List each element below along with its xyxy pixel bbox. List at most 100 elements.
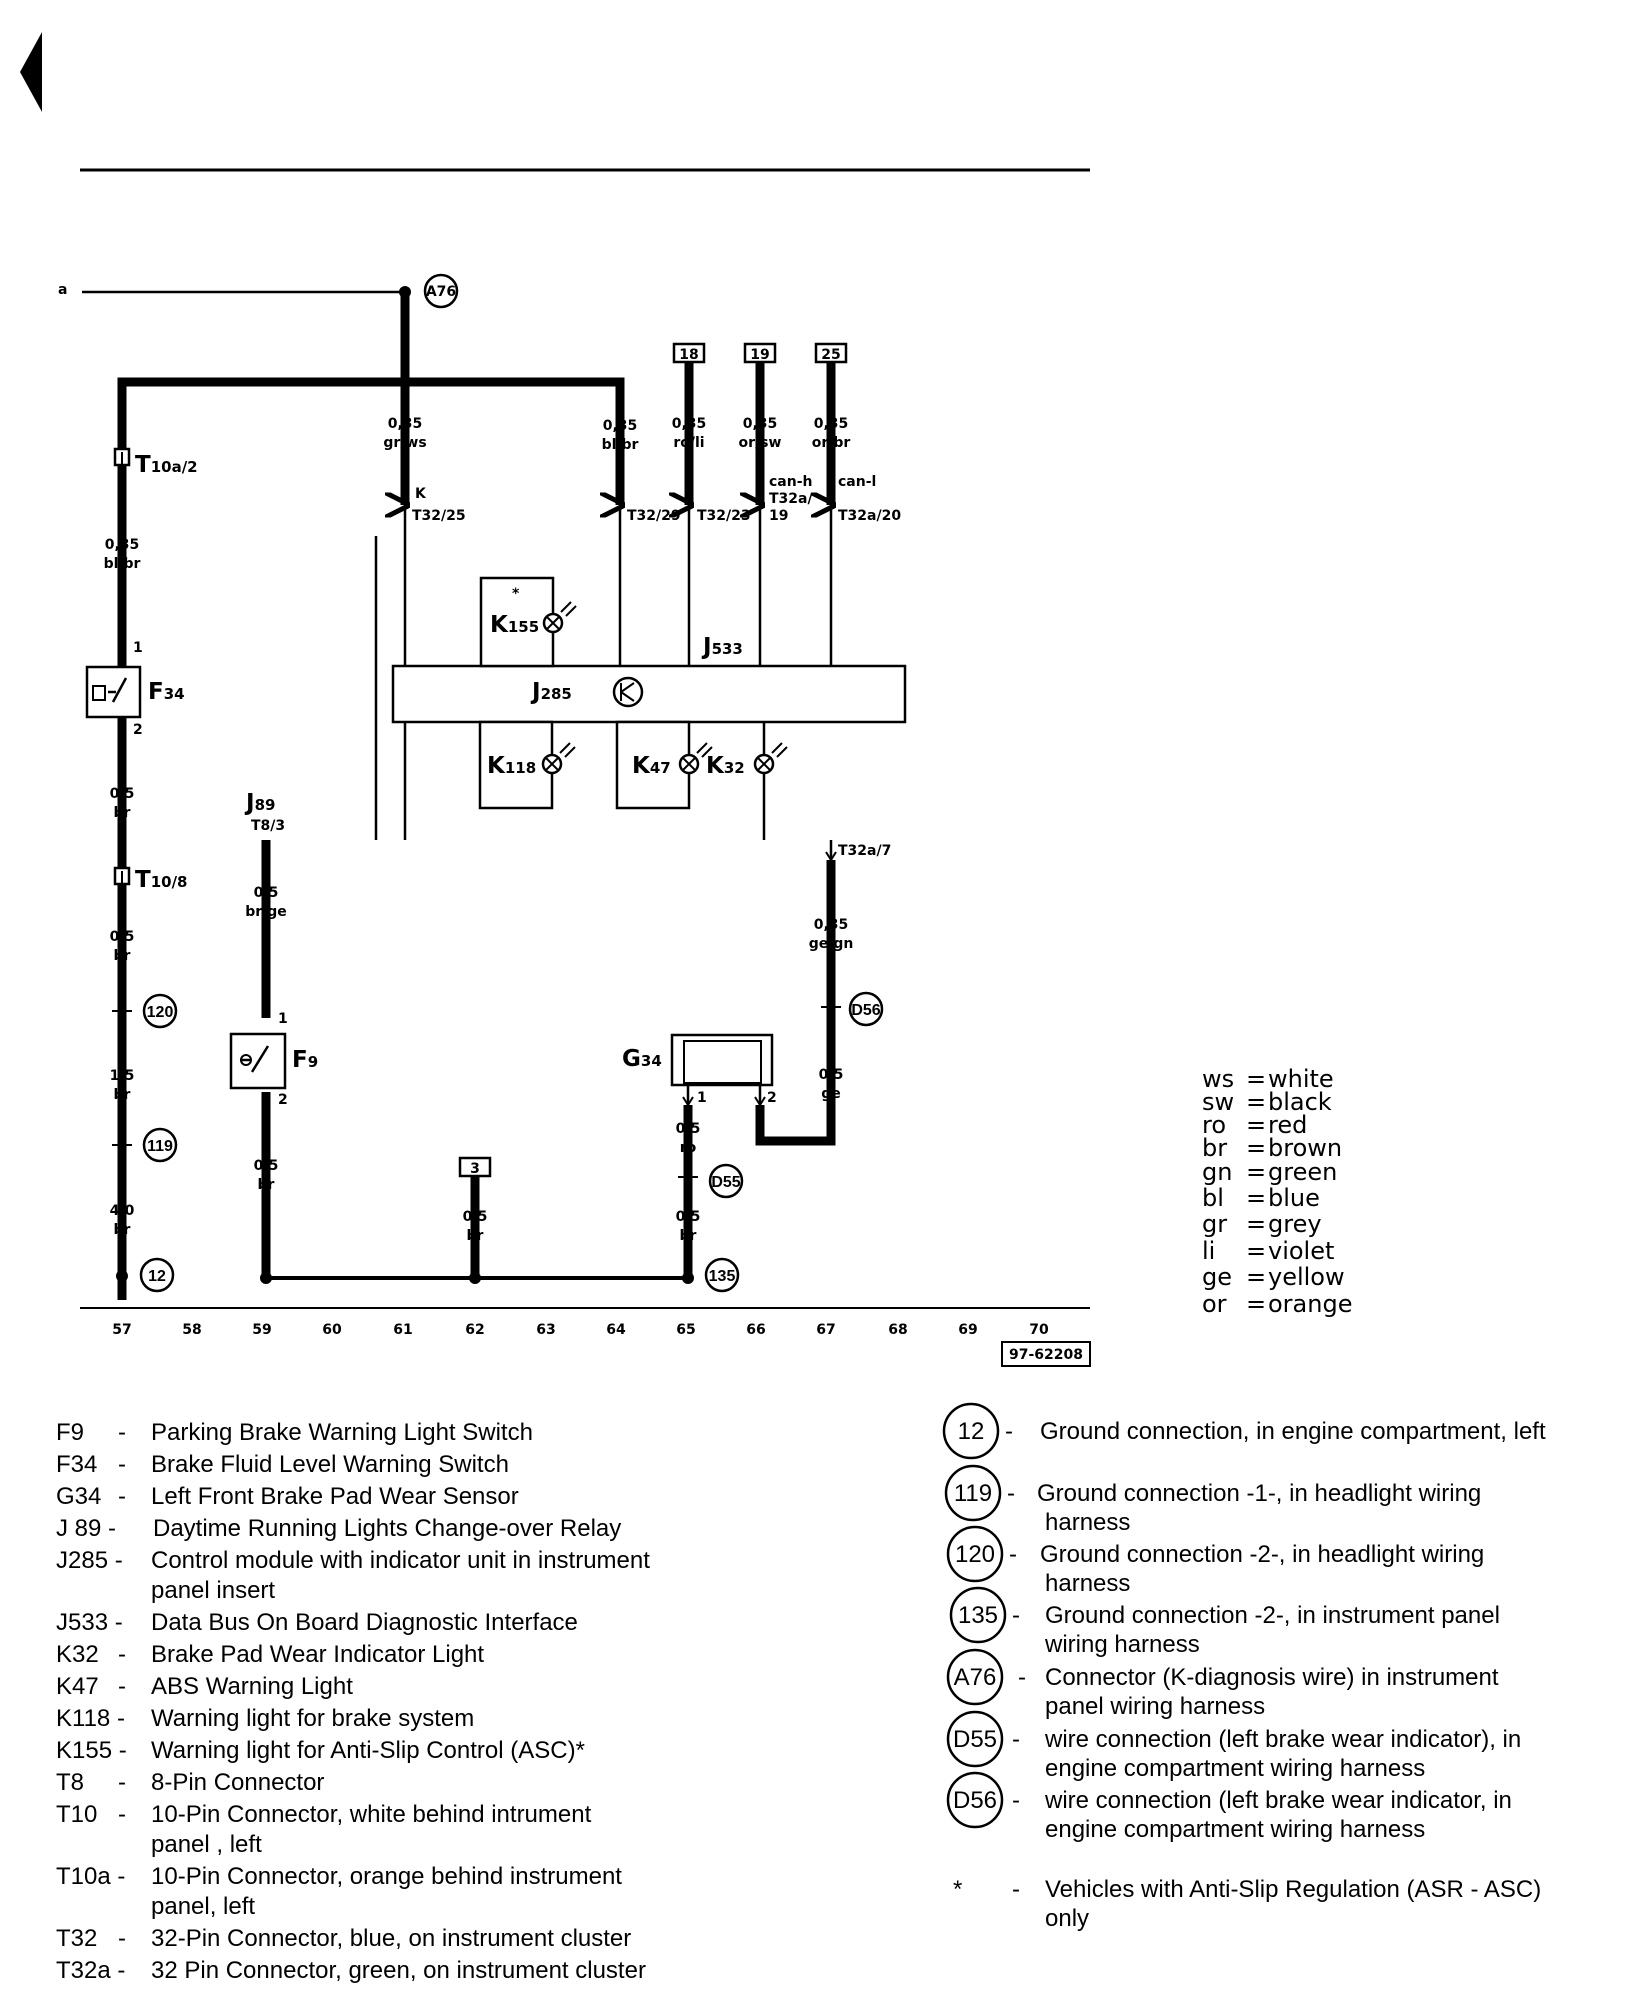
connector-box-18: 18 xyxy=(672,342,706,364)
svg-text:64: 64 xyxy=(606,1322,626,1338)
svg-text:2: 2 xyxy=(767,1090,777,1106)
j285-module xyxy=(391,664,907,724)
svg-text:32 Pin Connector, green, on in: 32 Pin Connector, green, on instrument c… xyxy=(151,1957,646,1984)
svg-text:F34: F34 xyxy=(148,679,185,705)
svg-text:-: - xyxy=(1012,1602,1020,1629)
connector-box-25: 25 xyxy=(814,342,848,364)
svg-text:or/br: or/br xyxy=(812,435,851,451)
svg-text:=: = xyxy=(1246,1210,1266,1238)
svg-text:K: K xyxy=(415,486,427,502)
switch-f9: F9 xyxy=(229,1032,318,1090)
back-arrow-icon[interactable] xyxy=(20,32,42,112)
k47-box xyxy=(615,720,691,810)
svg-text:61: 61 xyxy=(393,1322,412,1338)
svg-text:19: 19 xyxy=(750,347,769,363)
svg-text:gr/ws: gr/ws xyxy=(383,435,426,451)
svg-text:wire connection (left brake we: wire connection (left brake wear indicat… xyxy=(1044,1787,1512,1814)
svg-text:T8/3: T8/3 xyxy=(251,818,285,834)
svg-text:-: - xyxy=(118,1925,126,1952)
svg-text:br: br xyxy=(114,805,131,821)
svg-text:=: = xyxy=(1246,1088,1266,1116)
svg-text:0,5: 0,5 xyxy=(676,1121,701,1137)
svg-text:gn: gn xyxy=(1202,1158,1232,1186)
svg-text:135: 135 xyxy=(709,1268,736,1285)
track-numbers: 57 58 59 60 61 62 63 64 65 66 67 68 69 7… xyxy=(112,1322,1049,1338)
svg-text:-: - xyxy=(118,1769,126,1796)
wire-label-57b: 0,5br xyxy=(110,786,135,821)
svg-text:68: 68 xyxy=(888,1322,907,1338)
svg-text:0,35: 0,35 xyxy=(388,416,423,432)
svg-text:T8: T8 xyxy=(56,1769,84,1796)
svg-text:120: 120 xyxy=(147,1004,174,1021)
svg-text:br: br xyxy=(114,1222,131,1238)
wire-label-67c: 0,5ge xyxy=(819,1067,844,1102)
k118-lamp-icon xyxy=(541,742,576,775)
svg-text:2: 2 xyxy=(278,1092,288,1108)
svg-text:sw: sw xyxy=(1202,1088,1234,1116)
sensor-g34: G34 xyxy=(622,1033,774,1087)
svg-text:97-62208: 97-62208 xyxy=(1009,1347,1083,1363)
svg-text:0,5: 0,5 xyxy=(110,929,135,945)
svg-text:66: 66 xyxy=(746,1322,765,1338)
svg-text:grey: grey xyxy=(1268,1210,1322,1238)
svg-text:135: 135 xyxy=(958,1602,998,1629)
svg-text:=: = xyxy=(1246,1184,1266,1212)
svg-text:=: = xyxy=(1246,1290,1266,1318)
label-j533: J533 xyxy=(701,634,743,660)
svg-text:black: black xyxy=(1268,1088,1332,1116)
svg-text:G34: G34 xyxy=(622,1046,662,1072)
svg-text:8-Pin Connector: 8-Pin Connector xyxy=(151,1769,324,1796)
svg-text:120: 120 xyxy=(955,1541,995,1568)
svg-text:T10/8: T10/8 xyxy=(135,867,188,893)
svg-text:10-Pin Connector, white behind: 10-Pin Connector, white behind intrument xyxy=(151,1801,592,1828)
svg-text:Warning light for Anti-Slip Co: Warning light for Anti-Slip Control (ASC… xyxy=(151,1737,585,1764)
marker-a76: A76 xyxy=(423,273,459,309)
svg-text:engine compartment wiring harn: engine compartment wiring harness xyxy=(1045,1816,1425,1843)
svg-text:3: 3 xyxy=(470,1161,480,1177)
svg-text:32-Pin Connector, blue, on ins: 32-Pin Connector, blue, on instrument cl… xyxy=(151,1925,631,1952)
svg-text:0,35: 0,35 xyxy=(603,418,638,434)
svg-text:=: = xyxy=(1246,1237,1266,1265)
svg-text:1: 1 xyxy=(133,640,143,656)
wire-label-57d: 1,5br xyxy=(110,1068,135,1103)
svg-text:engine compartment wiring harn: engine compartment wiring harness xyxy=(1045,1755,1425,1782)
svg-text:F9: F9 xyxy=(56,1419,84,1446)
label-k118: K118 xyxy=(487,753,536,779)
label-asterisk: * xyxy=(512,586,520,602)
svg-text:br: br xyxy=(114,948,131,964)
svg-text:D56: D56 xyxy=(851,1002,880,1019)
svg-text:-: - xyxy=(118,1419,126,1446)
svg-text:T32/29: T32/29 xyxy=(627,508,681,524)
svg-text:119: 119 xyxy=(147,1138,173,1155)
svg-text:K47: K47 xyxy=(56,1673,99,1700)
label-j89: J89 xyxy=(244,790,275,816)
svg-text:1: 1 xyxy=(278,1011,288,1027)
reference-number: 97-62208 xyxy=(1001,1341,1091,1367)
svg-text:or/sw: or/sw xyxy=(739,435,782,451)
svg-text:Brake Fluid Level Warning Swit: Brake Fluid Level Warning Switch xyxy=(151,1451,509,1478)
svg-text:white: white xyxy=(1268,1065,1334,1093)
svg-text:G34: G34 xyxy=(56,1483,101,1510)
svg-text:T32/25: T32/25 xyxy=(412,508,466,524)
svg-text:12: 12 xyxy=(958,1418,985,1445)
svg-text:57: 57 xyxy=(112,1322,131,1338)
svg-text:D55: D55 xyxy=(711,1174,740,1191)
svg-text:12: 12 xyxy=(148,1268,166,1285)
svg-text:ge: ge xyxy=(1202,1263,1232,1291)
marker-120: 120 xyxy=(142,993,178,1029)
svg-text:br: br xyxy=(114,1087,131,1103)
svg-text:=: = xyxy=(1246,1263,1266,1291)
svg-text:T32a/7: T32a/7 xyxy=(838,843,891,859)
svg-text:-: - xyxy=(118,1483,126,1510)
svg-text:0,35: 0,35 xyxy=(672,416,707,432)
connector-t108: T10/8 xyxy=(113,866,188,893)
svg-text:Connector (K-diagnosis wire) i: Connector (K-diagnosis wire) in instrume… xyxy=(1045,1664,1499,1691)
connector-box-3: 3 xyxy=(458,1156,492,1178)
svg-text:62: 62 xyxy=(465,1322,484,1338)
label-k32: K32 xyxy=(706,753,745,779)
wire-label-65c: 0,5br xyxy=(676,1209,701,1244)
svg-text:=: = xyxy=(1246,1065,1266,1093)
